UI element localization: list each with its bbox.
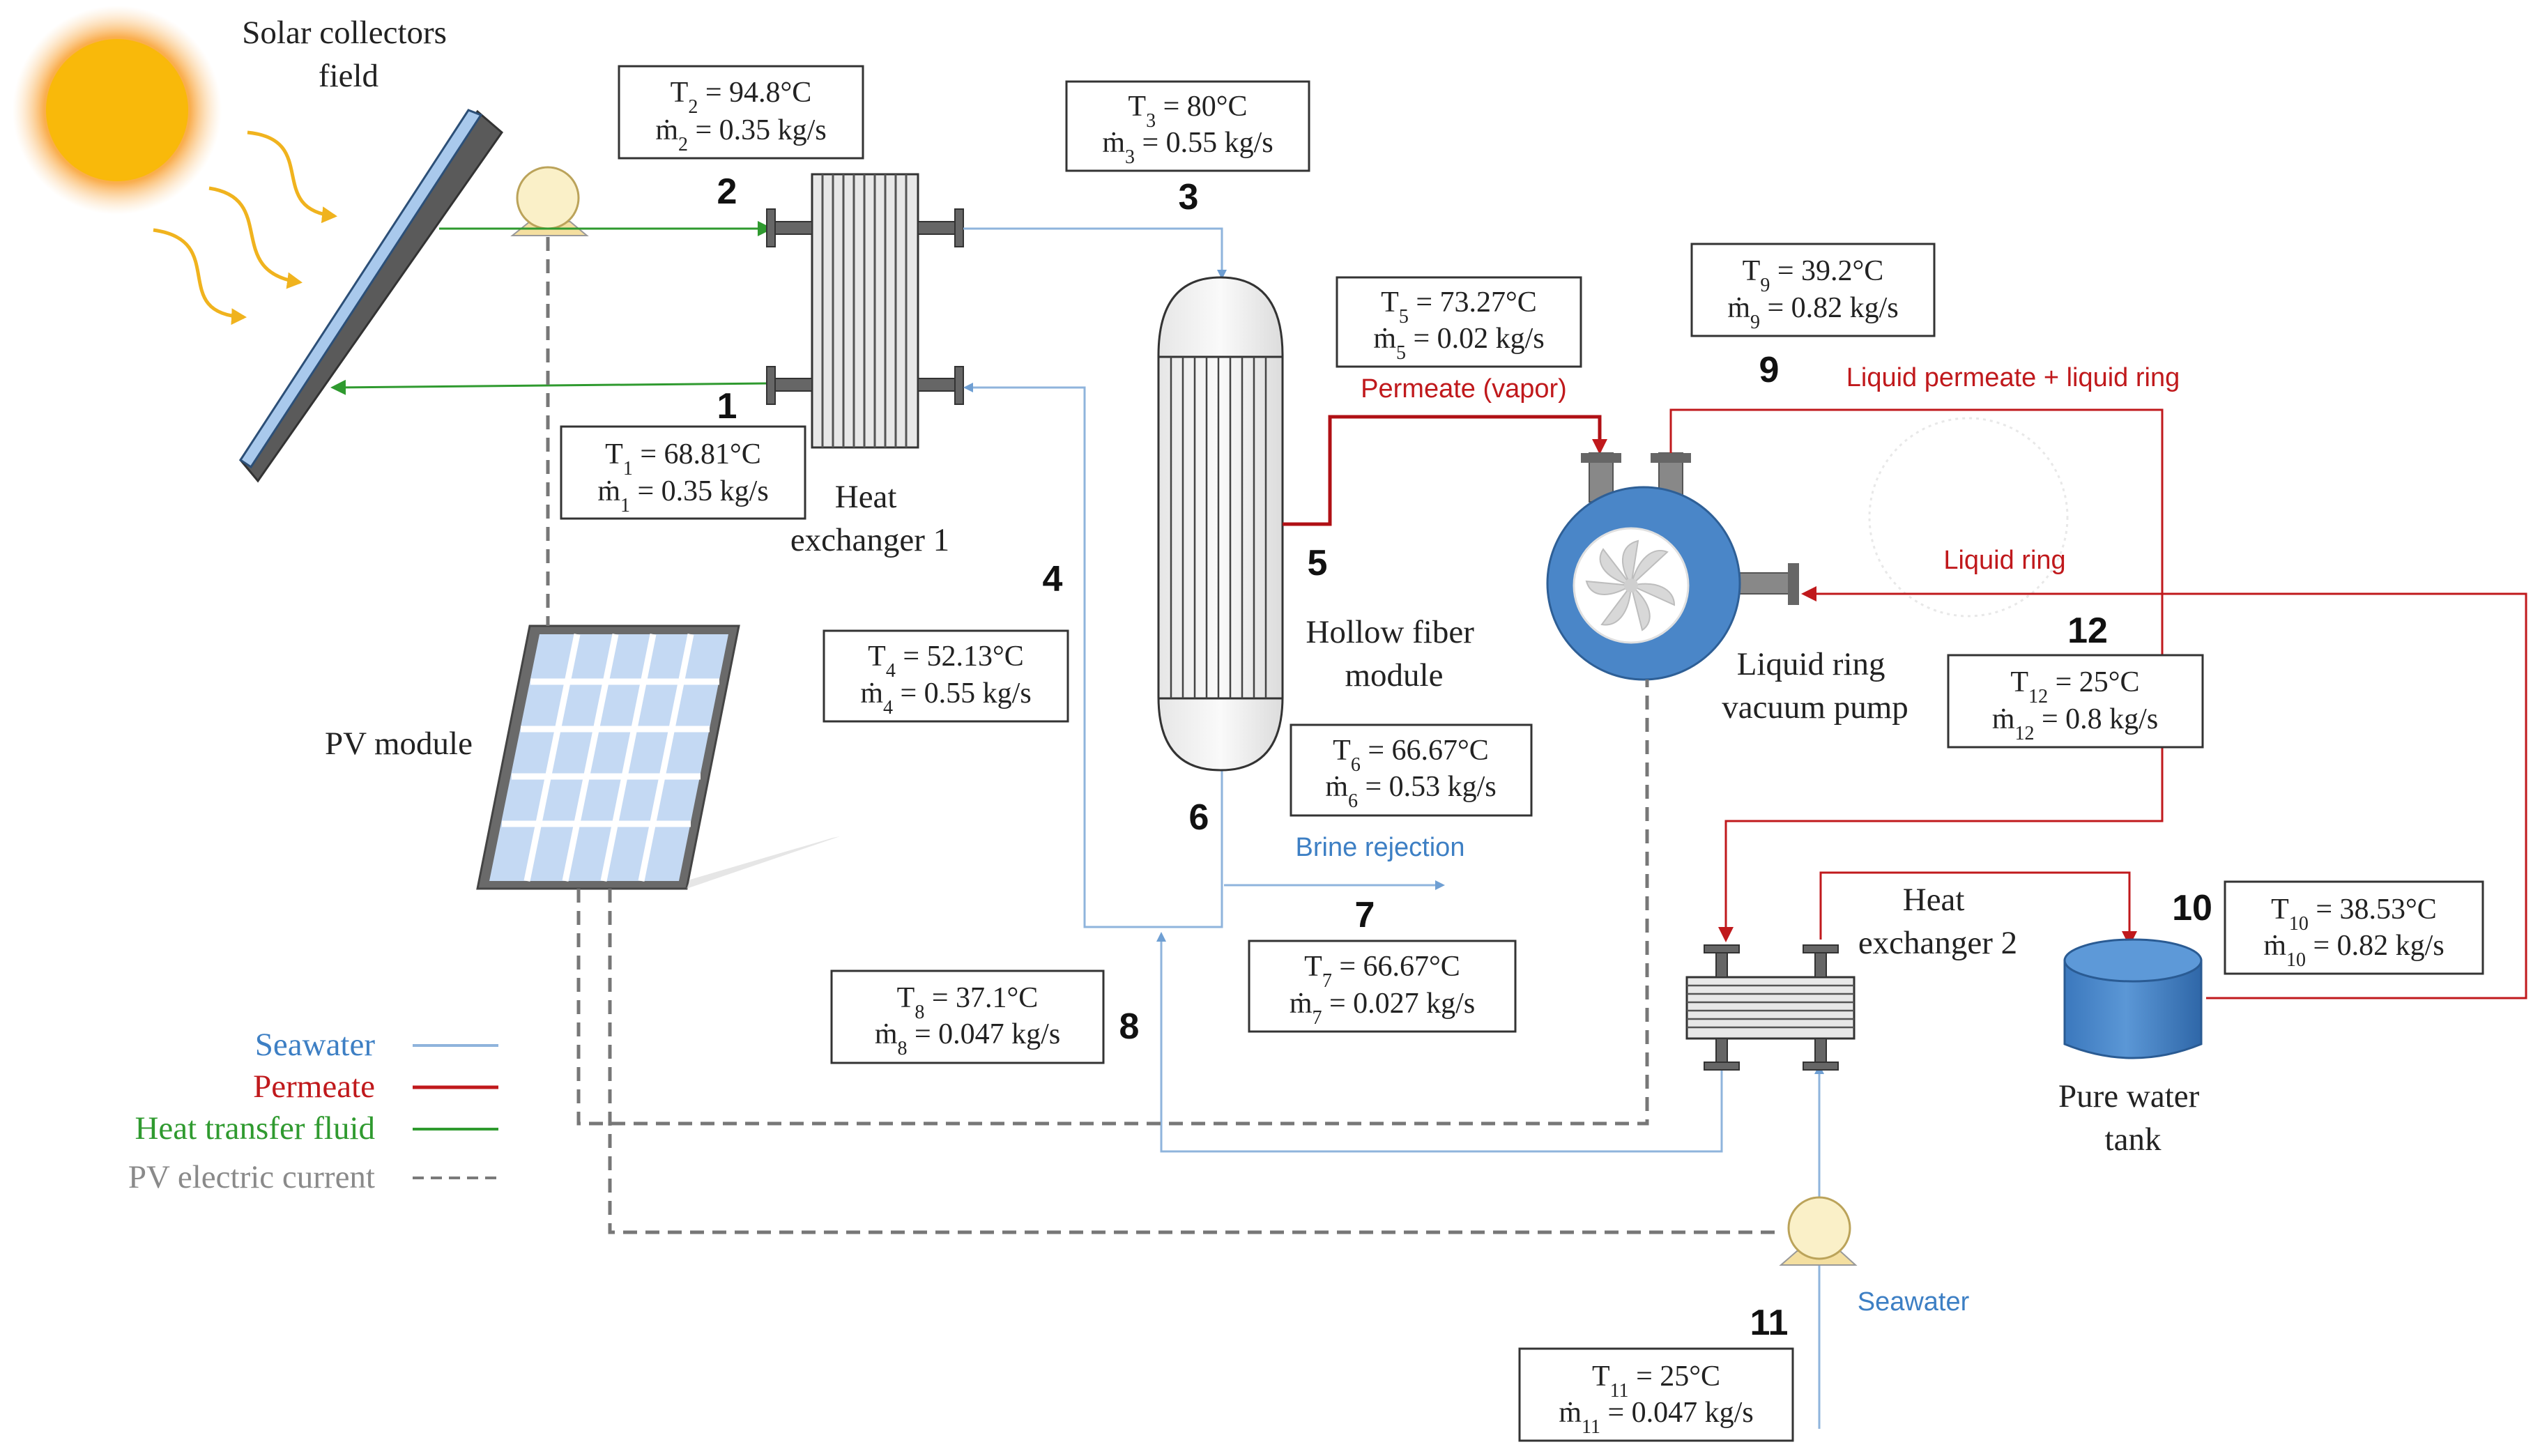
pv-line-to-vacuum-pump xyxy=(576,680,1649,1126)
htf-line-return xyxy=(330,379,771,395)
legend-pv-label: PV electric current xyxy=(128,1159,375,1195)
svg-text:T3 = 80°C: T3 = 80°C xyxy=(1128,91,1247,132)
state-box-11: T11 = 25°C ṁ11 = 0.047 kg/s xyxy=(1518,1347,1794,1442)
svg-text:T11 = 25°C: T11 = 25°C xyxy=(1592,1361,1720,1402)
brine-rejection-label: Brine rejection xyxy=(1296,833,1465,862)
pv-line-to-seawater-pump xyxy=(608,889,1781,1234)
liquid-ring-line xyxy=(1801,586,2527,999)
liquid-permeate-line xyxy=(1669,408,2164,942)
pump-icon xyxy=(510,166,589,236)
state-number-2: 2 xyxy=(717,171,737,212)
state-number-8: 8 xyxy=(1119,1006,1140,1047)
state-box-7: T7 = 66.67°C ṁ7 = 0.027 kg/s xyxy=(1248,940,1517,1033)
svg-text:ṁ11 = 0.047 kg/s: ṁ11 = 0.047 kg/s xyxy=(1559,1397,1753,1438)
seawater-line-8 xyxy=(1156,932,1723,1153)
water-tank-icon xyxy=(2063,938,2203,1059)
sun-icon xyxy=(13,6,222,215)
legend-permeate-label: Permeate xyxy=(253,1068,375,1105)
state-number-6: 6 xyxy=(1189,797,1209,838)
svg-text:T6 = 66.67°C: T6 = 66.67°C xyxy=(1333,735,1489,776)
svg-text:T7 = 66.67°C: T7 = 66.67°C xyxy=(1304,951,1460,992)
legend: Seawater Permeate Heat transfer fluid PV… xyxy=(128,1027,498,1195)
svg-text:T9 = 39.2°C: T9 = 39.2°C xyxy=(1743,255,1884,296)
liquid-ring-label: Liquid ring xyxy=(1943,546,2065,575)
heat-exchanger-icon xyxy=(766,173,964,449)
pv-panel-icon xyxy=(476,624,840,890)
state-box-5: T5 = 73.27°C ṁ5 = 0.02 kg/s xyxy=(1336,276,1582,368)
state-box-3: T3 = 80°C ṁ3 = 0.55 kg/s xyxy=(1065,80,1310,172)
svg-text:T8 = 37.1°C: T8 = 37.1°C xyxy=(897,982,1039,1023)
state-number-9: 9 xyxy=(1759,350,1780,390)
legend-htf-label: Heat transfer fluid xyxy=(135,1110,375,1147)
svg-text:ṁ3 = 0.55 kg/s: ṁ3 = 0.55 kg/s xyxy=(1102,127,1273,168)
hollow-fiber-label: Hollow fiber module xyxy=(1306,614,1482,693)
hollow-fiber-membrane-icon xyxy=(1157,276,1284,772)
state-box-6: T6 = 66.67°C ṁ6 = 0.53 kg/s xyxy=(1290,723,1533,817)
svg-text:ṁ8 = 0.047 kg/s: ṁ8 = 0.047 kg/s xyxy=(875,1018,1060,1059)
seawater-inlet-label: Seawater xyxy=(1858,1287,1970,1317)
svg-text:ṁ10 = 0.82 kg/s: ṁ10 = 0.82 kg/s xyxy=(2263,930,2444,971)
state-box-4: T4 = 52.13°C ṁ4 = 0.55 kg/s xyxy=(823,629,1069,723)
vacuum-pump-label: Liquid ring vacuum pump xyxy=(1722,646,1908,726)
state-box-12: T12 = 25°C ṁ12 = 0.8 kg/s xyxy=(1947,654,2204,749)
permeate-vapor-label: Permeate (vapor) xyxy=(1361,374,1567,404)
legend-seawater-label: Seawater xyxy=(255,1027,376,1063)
state-box-1: T1 = 68.81°C ṁ1 = 0.35 kg/s xyxy=(560,425,806,520)
liquid-permeate-ring-label: Liquid permeate + liquid ring xyxy=(1846,363,2180,392)
hx1-label: Heat exchanger 1 xyxy=(790,479,949,558)
svg-text:ṁ2 = 0.35 kg/s: ṁ2 = 0.35 kg/s xyxy=(655,114,826,155)
svg-text:T2 = 94.8°C: T2 = 94.8°C xyxy=(671,77,812,118)
vacuum-pump-icon xyxy=(1546,452,1799,681)
pump-icon xyxy=(1779,1196,1858,1266)
tank-label: Pure water tank xyxy=(2058,1078,2208,1158)
state-number-12: 12 xyxy=(2067,611,2108,651)
svg-text:ṁ6 = 0.53 kg/s: ṁ6 = 0.53 kg/s xyxy=(1325,771,1496,812)
svg-text:ṁ7 = 0.027 kg/s: ṁ7 = 0.027 kg/s xyxy=(1290,988,1475,1029)
state-box-9: T9 = 39.2°C ṁ9 = 0.82 kg/s xyxy=(1690,243,1936,337)
state-number-4: 4 xyxy=(1043,559,1063,599)
state-number-3: 3 xyxy=(1179,177,1199,217)
svg-text:ṁ12 = 0.8 kg/s: ṁ12 = 0.8 kg/s xyxy=(1992,703,2158,744)
seawater-line-4 xyxy=(963,383,1223,928)
svg-text:T4 = 52.13°C: T4 = 52.13°C xyxy=(868,641,1024,682)
sun-ray-icon xyxy=(153,130,337,325)
pv-module-label: PV module xyxy=(325,726,473,762)
seawater-line-3 xyxy=(963,227,1227,279)
state-number-1: 1 xyxy=(717,386,737,427)
permeate-vapor-line xyxy=(1283,415,1607,526)
state-box-10: T10 = 38.53°C ṁ10 = 0.82 kg/s xyxy=(2224,880,2484,975)
state-number-10: 10 xyxy=(2172,888,2212,928)
state-box-2: T2 = 94.8°C ṁ2 = 0.35 kg/s xyxy=(618,65,864,160)
svg-text:ṁ5 = 0.02 kg/s: ṁ5 = 0.02 kg/s xyxy=(1373,323,1544,364)
state-number-5: 5 xyxy=(1308,543,1328,583)
state-number-11: 11 xyxy=(1750,1303,1789,1343)
svg-text:ṁ9 = 0.82 kg/s: ṁ9 = 0.82 kg/s xyxy=(1727,292,1898,333)
heat-exchanger-2-icon xyxy=(1685,944,1856,1071)
svg-text:ṁ4 = 0.55 kg/s: ṁ4 = 0.55 kg/s xyxy=(860,677,1031,719)
pure-water-line xyxy=(1819,871,2137,947)
svg-text:T10 = 38.53°C: T10 = 38.53°C xyxy=(2271,894,2437,935)
solar-collector-icon xyxy=(238,109,504,483)
solar-field-label: Solar collectors field xyxy=(242,15,454,94)
svg-text:T12 = 25°C: T12 = 25°C xyxy=(2010,666,2139,707)
hx2-label: Heat exchanger 2 xyxy=(1858,882,2017,961)
state-box-8: T8 = 37.1°C ṁ8 = 0.047 kg/s xyxy=(830,970,1105,1064)
svg-text:ṁ1 = 0.35 kg/s: ṁ1 = 0.35 kg/s xyxy=(597,475,768,516)
state-number-7: 7 xyxy=(1355,895,1375,935)
svg-text:T1 = 68.81°C: T1 = 68.81°C xyxy=(605,438,761,480)
liquid-ring-outline xyxy=(1868,417,2069,618)
svg-text:T5 = 73.27°C: T5 = 73.27°C xyxy=(1381,286,1537,328)
